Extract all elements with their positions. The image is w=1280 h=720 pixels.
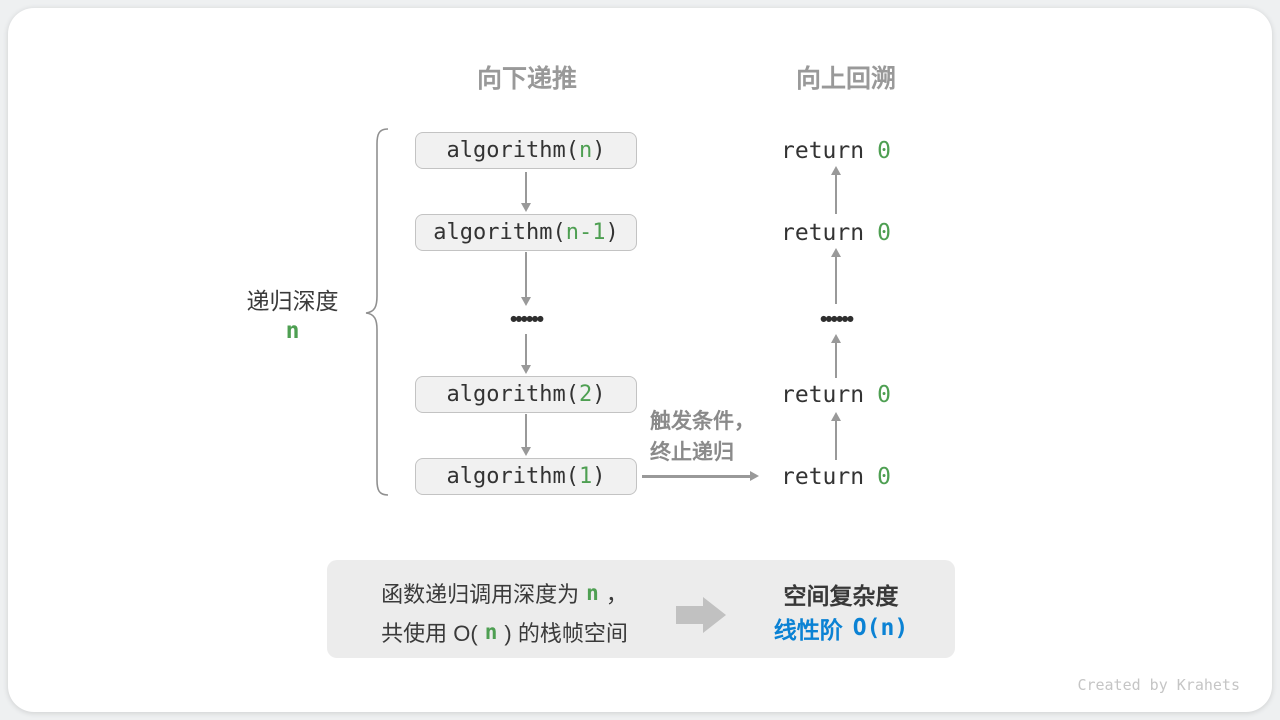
return-value: 0 [877, 220, 891, 246]
space-complexity-title: 空间复杂度 [783, 583, 899, 609]
summary-arg: n [586, 581, 599, 605]
call-text: algorithm( [433, 220, 566, 245]
call-text: ) [592, 382, 606, 407]
return-statement: return 0 [756, 138, 916, 164]
termination-note: 触发条件， 终止递归 [650, 406, 780, 468]
space-complexity-result: 线性阶 O(n) [741, 613, 941, 643]
summary-text: ， [605, 582, 628, 607]
summary-arg: n [484, 620, 498, 644]
return-keyword: return [781, 138, 865, 164]
recursion-depth-label: 递归深度 [246, 288, 339, 314]
summary-line-2: 共使用 O(n) 的栈帧空间 [347, 617, 662, 647]
return-ellipsis: •••••• [819, 308, 854, 331]
arrow-down-icon [524, 334, 528, 366]
termination-note-line2: 终止递归 [650, 441, 734, 464]
return-value: 0 [877, 382, 891, 408]
complexity-order-label: 线性阶 [773, 617, 843, 643]
call-text: algorithm( [446, 138, 579, 163]
call-text: ) [605, 220, 619, 245]
footer-credit: Created by Krahets [1077, 676, 1240, 694]
summary-text: 函数递归调用深度为 [381, 582, 580, 607]
return-value: 0 [877, 138, 891, 164]
return-keyword: return [781, 382, 865, 408]
return-value: 0 [877, 464, 891, 490]
return-keyword: return [781, 464, 865, 490]
header-backtrack-up: 向上回溯 [795, 65, 896, 93]
block-arrow-right-icon [676, 597, 726, 633]
arrow-up-icon [834, 420, 838, 460]
return-keyword: return [781, 220, 865, 246]
recurse-ellipsis: •••••• [509, 308, 544, 331]
call-arg: n [578, 138, 593, 163]
call-text: algorithm( [446, 464, 579, 489]
arrow-up-icon [834, 174, 838, 214]
call-arg: 2 [578, 382, 593, 407]
arrow-up-icon [834, 256, 838, 304]
call-arg: 1 [578, 464, 593, 489]
return-statement: return 0 [756, 382, 916, 408]
header-recurse-down: 向下递推 [476, 65, 577, 93]
arrow-right-icon [642, 475, 750, 478]
arrow-up-icon [834, 342, 838, 378]
arrow-down-icon [524, 172, 528, 204]
call-text: algorithm( [446, 382, 579, 407]
summary-panel [327, 560, 955, 658]
call-text: ) [592, 464, 606, 489]
arrow-down-icon [524, 414, 528, 448]
call-box-n: algorithm(n) [415, 132, 637, 169]
call-arg: n-1 [565, 220, 606, 245]
summary-text: ) 的栈帧空间 [504, 621, 628, 646]
depth-brace [365, 128, 389, 496]
call-box-n-1: algorithm(n-1) [415, 214, 637, 251]
recursion-depth-value: n [285, 318, 300, 344]
call-text: ) [592, 138, 606, 163]
call-box-2: algorithm(2) [415, 376, 637, 413]
complexity-big-o: O(n) [852, 615, 909, 641]
arrow-down-icon [524, 252, 528, 298]
call-box-1: algorithm(1) [415, 458, 637, 495]
return-statement: return 0 [756, 220, 916, 246]
summary-text: 共使用 O( [381, 621, 478, 646]
return-statement: return 0 [756, 464, 916, 490]
termination-note-line1: 触发条件， [650, 410, 755, 433]
